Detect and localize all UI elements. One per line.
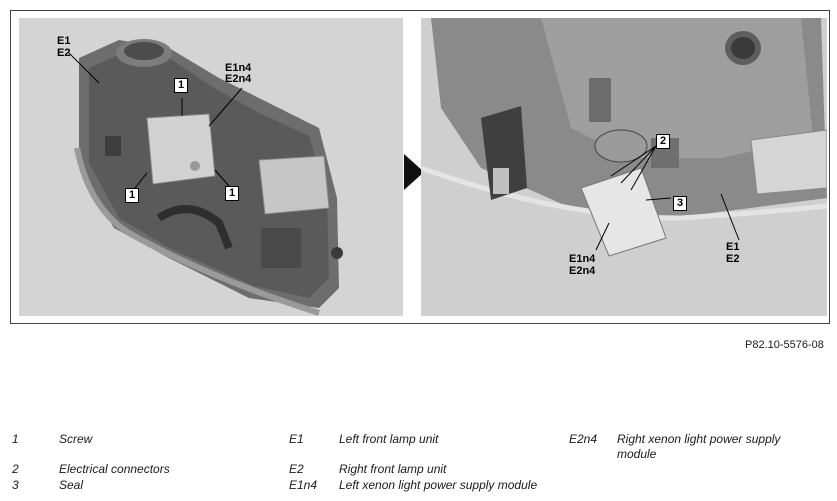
callout-seal: 3 (673, 196, 688, 211)
legend-text: Electrical connectors (59, 462, 170, 476)
legend-code: 1 (12, 432, 19, 446)
callout-screw-right: 1 (225, 186, 240, 201)
label-e2n4: E2n4 (225, 73, 252, 85)
legend-text: Left xenon light power supply module (339, 478, 538, 492)
legend-code: 3 (12, 478, 19, 492)
label-e2n4: E2n4 (569, 265, 596, 277)
legend-code: E1n4 (289, 478, 318, 492)
legend-code: E1 (289, 432, 304, 446)
label-e1: E1 (57, 35, 71, 47)
legend-text: Screw (59, 432, 93, 446)
callout-connectors: 2 (656, 134, 671, 149)
callout-screw-left: 1 (125, 188, 140, 203)
legend-text: Seal (59, 478, 84, 492)
callout-screw-top: 1 (174, 78, 189, 93)
headlamp-rear-illustration (68, 39, 343, 316)
label-e1n4: E1n4 (225, 62, 252, 74)
figure-frame: E1 E2 E1n4 E2n4 1 1 1 (10, 10, 830, 324)
label-e2: E2 (726, 253, 740, 265)
label-e1: E1 (726, 241, 740, 253)
legend-code: E2n4 (569, 432, 598, 446)
right-photo-panel: 2 3 E1n4 E2n4 E1 E2 (421, 18, 827, 316)
next-step-arrow-icon (404, 154, 424, 190)
legend-code: E2 (289, 462, 304, 476)
legend-code: 2 (12, 462, 19, 476)
label-e1n4: E1n4 (569, 253, 596, 265)
label-e2: E2 (57, 47, 71, 59)
legend-text: Right front lamp unit (339, 462, 447, 476)
connector-detail-illustration (421, 18, 827, 316)
figure-reference-code: P82.10-5576-08 (745, 339, 824, 351)
left-photo-panel: E1 E2 E1n4 E2n4 1 1 1 (19, 18, 403, 316)
legend-text: Left front lamp unit (339, 432, 439, 446)
legend-text: Right xenon light power supply module (617, 432, 781, 461)
